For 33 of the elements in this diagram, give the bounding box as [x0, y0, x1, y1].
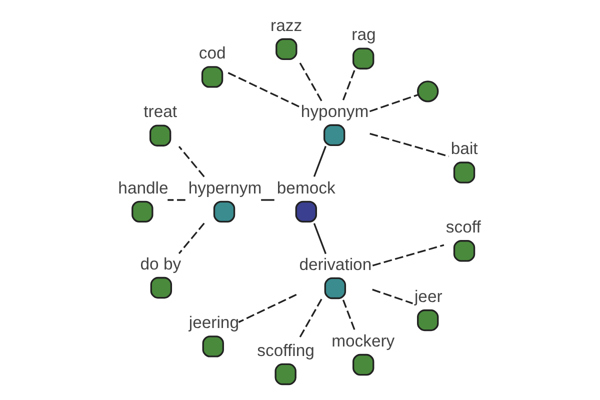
node-label: handle [118, 178, 168, 198]
connector [227, 72, 300, 108]
node-label: bemock [276, 178, 336, 198]
connector [178, 146, 205, 178]
connector [238, 294, 297, 323]
connector [298, 298, 322, 340]
connector [168, 199, 186, 201]
node-label: scoffing [257, 340, 314, 360]
node-label: do by [140, 254, 182, 274]
node-label: scoff [446, 218, 481, 236]
connector [342, 300, 356, 331]
node-label: treat [144, 102, 178, 122]
connector [372, 244, 444, 266]
node-label: hypernym [188, 178, 262, 198]
connector [370, 132, 450, 158]
connector [178, 222, 205, 254]
connector [369, 94, 418, 112]
node-label: jeering [188, 313, 240, 332]
node-label: hyponym [300, 102, 369, 121]
node-label: cod [198, 44, 226, 63]
node-label: razz [270, 16, 302, 35]
node-label: jeer [414, 286, 442, 306]
connector [261, 199, 274, 201]
connector [372, 288, 413, 304]
connector [313, 146, 326, 177]
connector [313, 223, 326, 254]
connector [298, 60, 322, 102]
node-label: rag [352, 25, 376, 44]
node-label: bait [450, 139, 478, 158]
node-circle [417, 80, 439, 102]
node-label: derivation [299, 254, 372, 274]
node-label: mockery [332, 331, 395, 350]
connector [342, 69, 356, 100]
